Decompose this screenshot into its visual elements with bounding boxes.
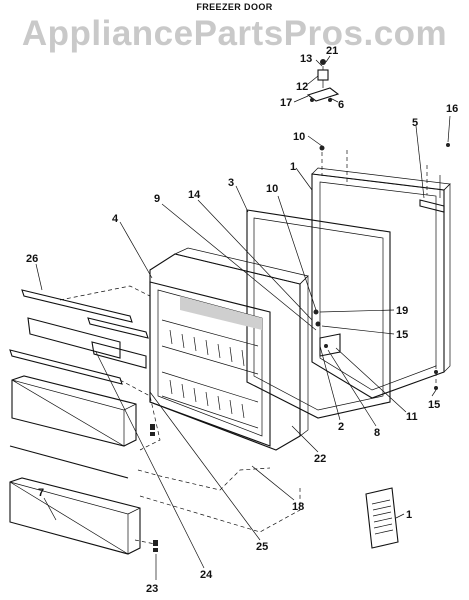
door-hardware	[313, 309, 438, 390]
callout-10-mid: 10	[266, 183, 278, 195]
hinge-assembly	[306, 59, 340, 176]
callout-1-card: 1	[406, 509, 412, 521]
callout-4: 4	[112, 213, 119, 225]
callout-15-mid: 15	[396, 329, 408, 341]
callout-3: 3	[228, 177, 234, 189]
watermark-logo: AppliancePartsPros.com	[21, 14, 448, 53]
callout-7: 7	[38, 487, 44, 499]
callout-2: 2	[338, 421, 344, 433]
outer-door-panel	[311, 150, 451, 399]
trim-strip	[419, 143, 450, 213]
callout-1-panel: 1	[290, 161, 296, 173]
callout-10-top: 10	[293, 131, 305, 143]
leader-lines	[35, 55, 451, 580]
callout-9: 9	[154, 193, 160, 205]
callout-15-bottom: 15	[428, 399, 440, 411]
callout-26: 26	[26, 253, 38, 265]
callout-23: 23	[146, 583, 158, 595]
callout-17: 17	[280, 97, 292, 109]
inner-door-liner	[149, 247, 309, 451]
callout-19: 19	[396, 305, 408, 317]
callout-13: 13	[300, 53, 312, 65]
callout-21: 21	[326, 45, 338, 57]
callout-12: 12	[296, 81, 308, 93]
callout-5: 5	[412, 117, 418, 129]
door-gasket	[246, 209, 391, 419]
callout-14: 14	[188, 189, 201, 201]
diagram-title: FREEZER DOOR	[196, 2, 273, 12]
callout-22: 22	[314, 453, 326, 465]
callout-24: 24	[200, 569, 213, 581]
instruction-card	[365, 487, 399, 549]
callout-labels: 21 13 12 17 6 10 5 16 1 10 3 14 9 4 19 1…	[26, 45, 458, 595]
callout-18: 18	[292, 501, 304, 513]
door-shelves	[9, 285, 301, 555]
callout-8: 8	[374, 427, 380, 439]
callout-16: 16	[446, 103, 458, 115]
callout-11: 11	[406, 411, 418, 423]
callout-25: 25	[256, 541, 268, 553]
callout-6: 6	[338, 99, 344, 111]
